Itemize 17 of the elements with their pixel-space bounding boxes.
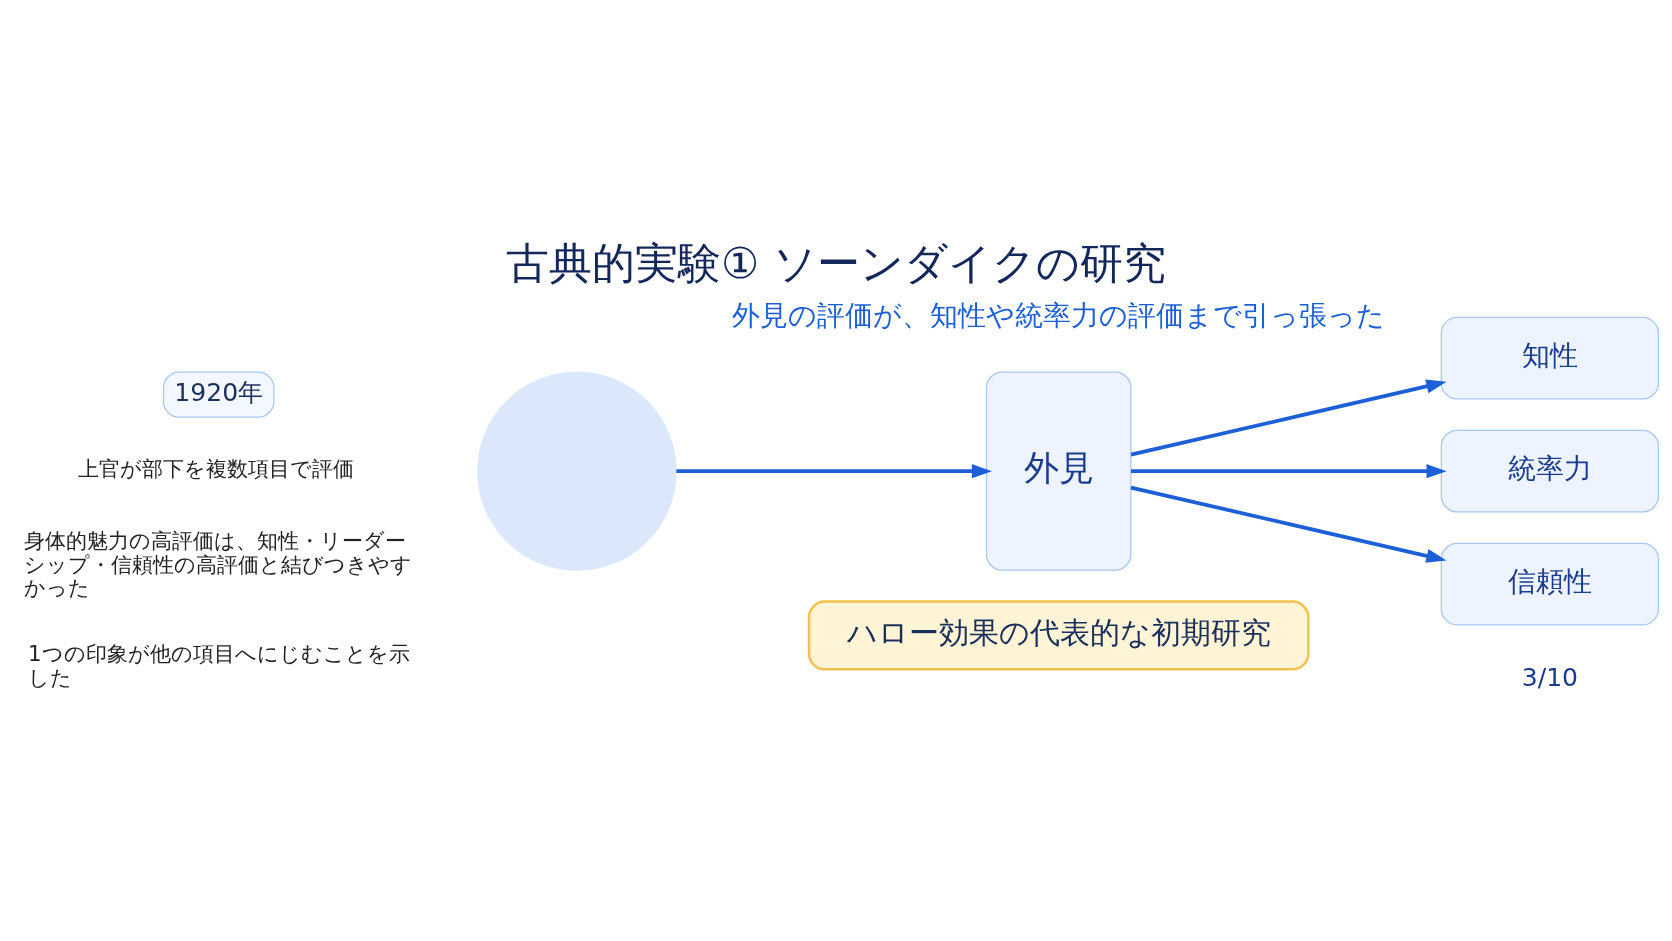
diagram-title: 古典的実験① ソーンダイクの研究 xyxy=(506,238,1166,289)
label: 外見の評価が、知性や統率力の評価まで引っ張った xyxy=(732,299,1386,333)
node-box: 信頼性 xyxy=(1440,542,1660,626)
arrow xyxy=(1131,464,1447,479)
node-box: ハロー効果の代表的な初期研究 xyxy=(807,600,1310,671)
arrow xyxy=(676,464,992,479)
node-circle xyxy=(477,371,677,571)
node-box: 外見 xyxy=(985,371,1132,571)
label: 3/10 xyxy=(1521,662,1579,692)
label: 上官が部下を複数項目で評価 xyxy=(77,456,354,482)
node-box: 1920年 xyxy=(162,371,275,418)
arrow xyxy=(1130,485,1447,563)
node-box: 統率力 xyxy=(1440,429,1660,513)
arrow xyxy=(1130,379,1447,457)
label: 身体的魅力の高評価は、知性・リーダーシップ・信頼性の高評価と結びつきやすかった xyxy=(23,527,412,601)
label: 1つの印象が他の項目へにじむことを示した xyxy=(28,641,410,691)
node-box: 知性 xyxy=(1440,316,1660,400)
